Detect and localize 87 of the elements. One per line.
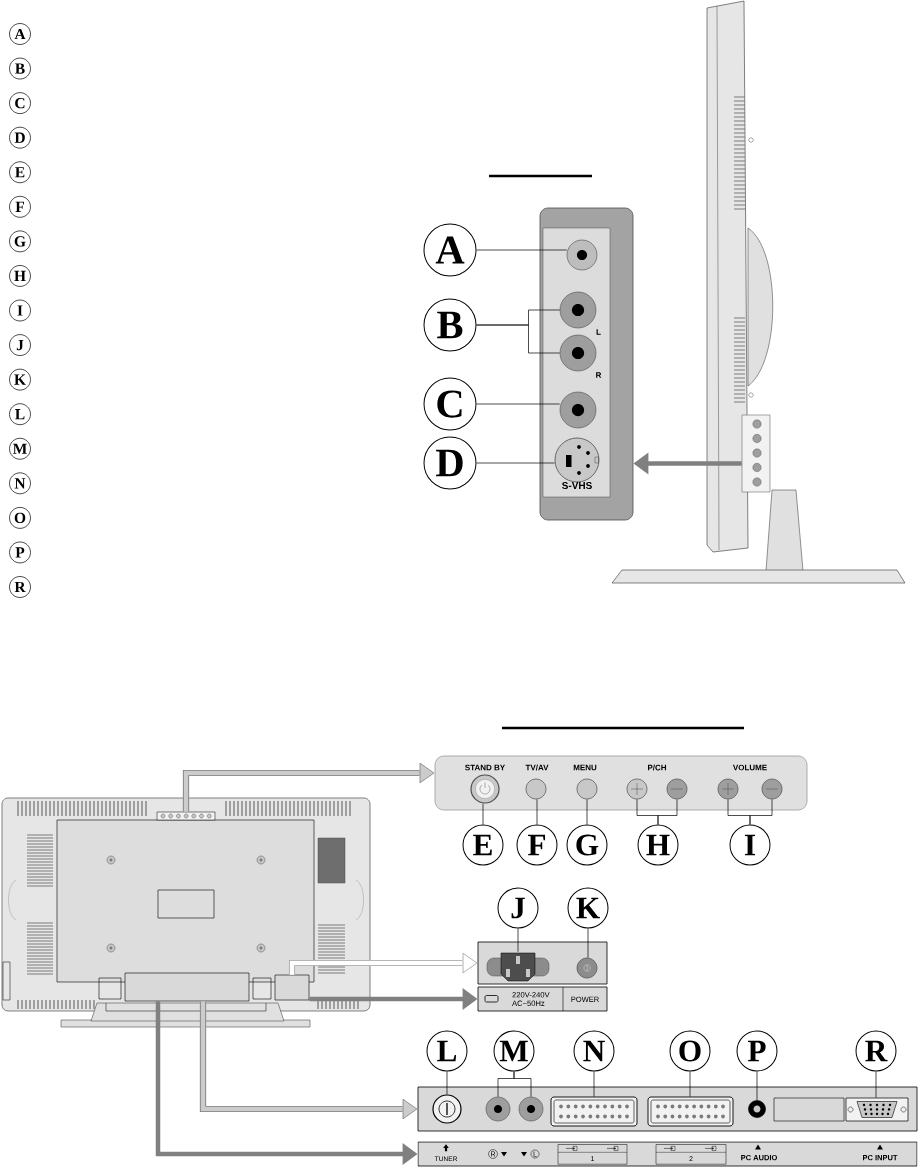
audio-jack — [518, 1096, 544, 1122]
callout-letter: B — [9, 57, 31, 80]
leader-line — [476, 324, 561, 354]
callout-letter: E — [9, 161, 31, 184]
headphone-jack — [566, 239, 598, 271]
plus-button — [626, 778, 648, 800]
leader-line — [875, 1071, 877, 1098]
callout-letter: R — [9, 576, 31, 598]
arrow — [199, 1001, 418, 1120]
leader-line — [517, 928, 519, 953]
round-button — [525, 778, 547, 800]
vga-socket — [845, 1097, 909, 1122]
callout-letter: N — [573, 1030, 615, 1072]
callout-letter: G — [9, 230, 31, 253]
callout-letter: C — [9, 92, 31, 114]
callout-letter: B — [423, 298, 477, 352]
callout-letter: C — [423, 377, 477, 431]
audio-jack — [485, 1096, 511, 1122]
antenna-socket — [432, 1094, 462, 1124]
minus-button — [666, 778, 688, 800]
leader-line — [749, 799, 773, 825]
arrow — [182, 762, 435, 812]
plus-button — [717, 778, 739, 800]
connector-compartment — [124, 972, 250, 1002]
callout-letter: L — [426, 1030, 468, 1072]
leader-line — [446, 1071, 448, 1095]
callout-letter: A — [423, 223, 477, 277]
standby-button — [470, 774, 500, 804]
leader-line — [513, 1071, 532, 1098]
leader-line — [482, 803, 484, 825]
round-button — [576, 778, 598, 800]
button-label: MENU — [573, 764, 597, 771]
callout-letter: A — [9, 23, 31, 45]
callout-letter: L — [9, 403, 31, 426]
leader-line — [756, 1071, 758, 1101]
callout-letter: R — [855, 1030, 897, 1072]
callout-letter: F — [9, 195, 31, 218]
scart-socket — [550, 1096, 638, 1127]
button-label: P/CH — [648, 764, 666, 771]
callout-letter: H — [637, 824, 679, 866]
callout-letter: K — [9, 368, 31, 391]
leader-line — [586, 799, 588, 825]
callout-letter: I — [9, 299, 31, 322]
callout-letter: M — [493, 1030, 535, 1072]
side-jack-panel — [741, 414, 771, 493]
leader-line — [689, 1071, 691, 1097]
minus-button — [761, 778, 783, 800]
button-label: VOLUME — [732, 764, 767, 771]
leader-line — [536, 799, 538, 825]
callout-letter: J — [497, 887, 539, 929]
callout-letter: G — [566, 824, 608, 866]
leader-line — [476, 403, 561, 405]
callout-letter: H — [9, 265, 31, 287]
callout-letter: K — [567, 887, 609, 929]
button-label: TV/AV — [525, 764, 549, 771]
audio-jack — [559, 291, 597, 329]
callout-letter: I — [729, 824, 771, 866]
callout-letter: N — [9, 472, 31, 495]
leader-line — [587, 928, 589, 958]
leader-line — [476, 462, 555, 464]
audio-jack — [748, 1100, 766, 1118]
button-strip — [156, 811, 216, 821]
callout-letter: E — [462, 824, 504, 866]
jack-label: R — [596, 372, 602, 378]
scart-socket — [647, 1096, 734, 1127]
leader-line — [476, 249, 568, 251]
callout-letter: D — [9, 126, 31, 149]
jack-label: L — [596, 329, 601, 335]
callout-letter: F — [516, 824, 558, 866]
leader-line — [593, 1071, 595, 1097]
audio-jack — [559, 334, 597, 372]
leader-line — [657, 799, 678, 825]
video-jack — [559, 391, 597, 429]
power-inlet — [486, 952, 550, 982]
arrow — [288, 952, 478, 975]
jack-label: S-VHS — [562, 481, 592, 490]
callout-letter: J — [9, 334, 31, 356]
callout-letter: P — [736, 1030, 778, 1072]
power-switch — [576, 957, 598, 979]
callout-letter: M — [9, 437, 31, 460]
s-video-socket — [554, 437, 600, 483]
callout-letter: O — [669, 1030, 711, 1072]
callout-letter: P — [9, 541, 31, 564]
power-compartment — [274, 974, 310, 1001]
callout-letter: D — [423, 436, 477, 490]
callout-letter: O — [9, 507, 31, 529]
button-label: STAND BY — [465, 764, 505, 771]
